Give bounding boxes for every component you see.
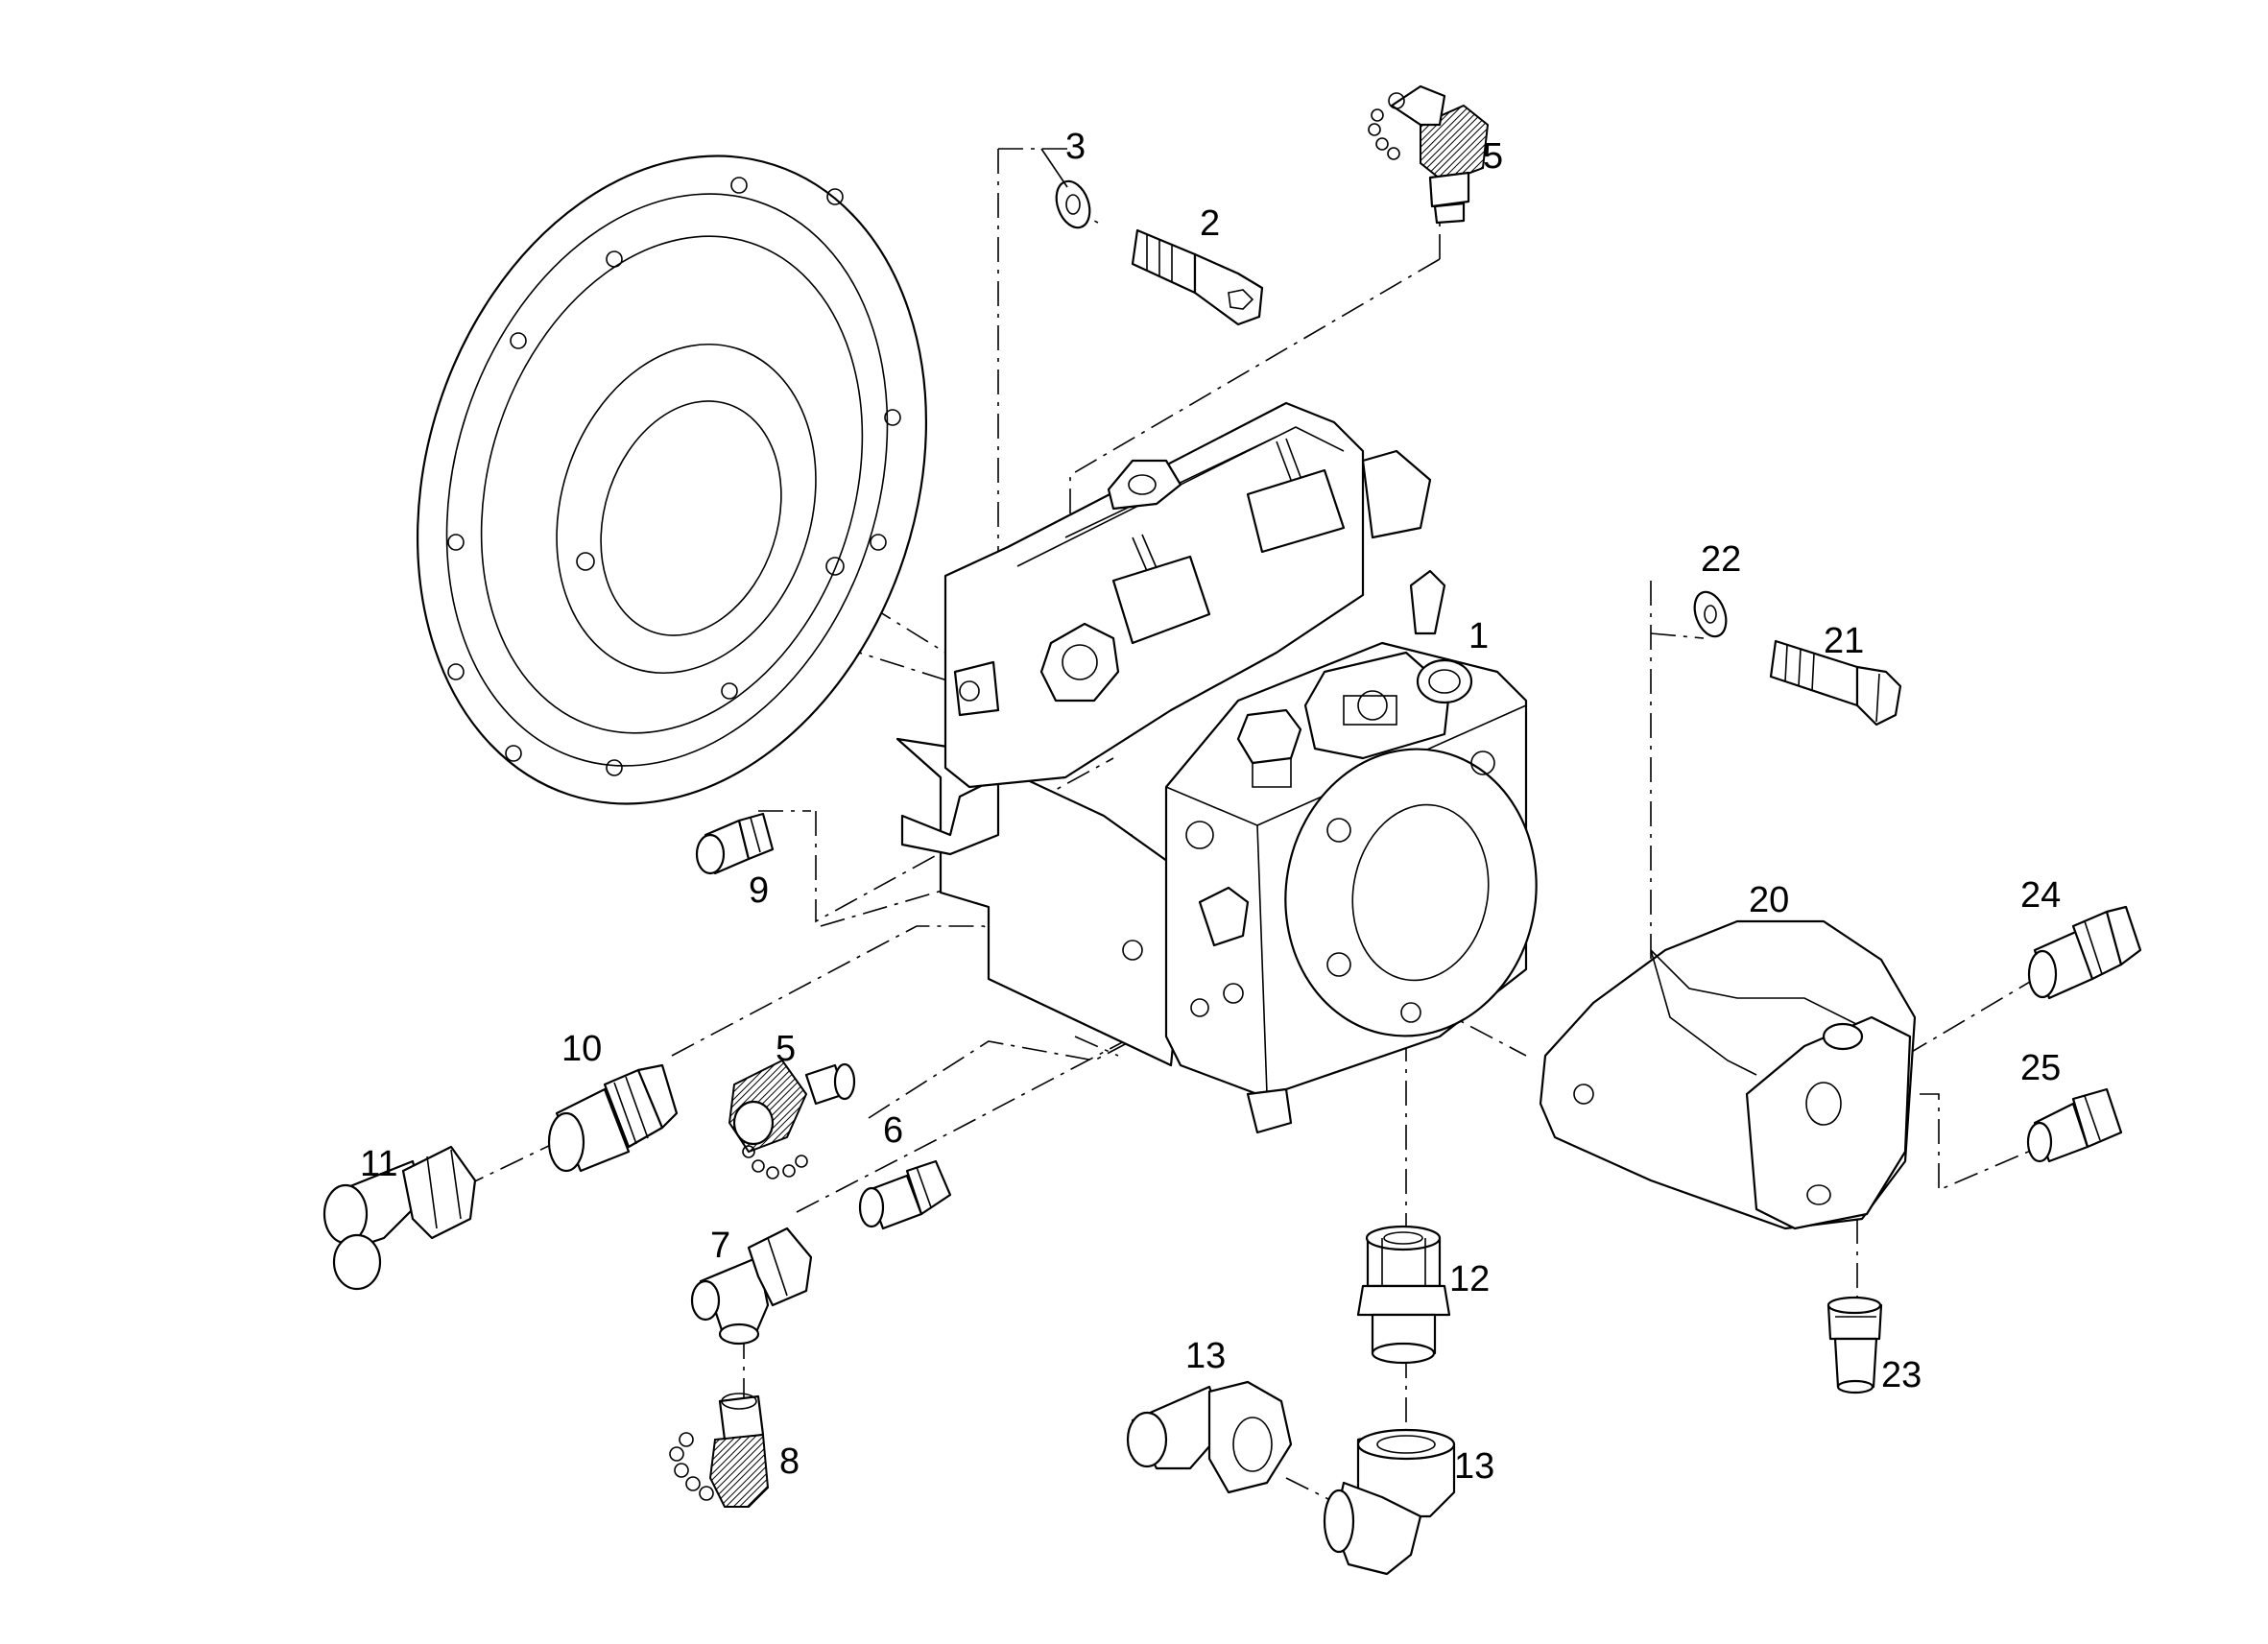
callout-25: 25 <box>2020 1048 2061 1088</box>
callout-22: 22 <box>1701 539 1741 580</box>
callout-5-top: 5 <box>1483 136 1503 177</box>
callout-20: 20 <box>1749 880 1789 920</box>
elbow-fitting-13-left <box>1126 1380 1293 1494</box>
fitting-24 <box>2027 905 2142 1000</box>
gear-pump <box>1539 919 1917 1230</box>
fitting-25 <box>2026 1087 2123 1163</box>
callout-5-lower: 5 <box>776 1029 796 1069</box>
bolt-21 <box>1769 639 1902 727</box>
callout-12: 12 <box>1449 1259 1490 1299</box>
main-pump-body <box>895 401 1538 1134</box>
fitting-9 <box>695 812 775 875</box>
callout-7: 7 <box>710 1226 730 1266</box>
callout-13-left: 13 <box>1185 1336 1226 1376</box>
callout-1: 1 <box>1468 616 1489 656</box>
fitting-10 <box>547 1063 679 1173</box>
callout-leaders <box>1040 148 1068 188</box>
fitting-23 <box>1826 1296 1883 1394</box>
callout-23: 23 <box>1881 1355 1922 1395</box>
bolt-2 <box>1131 228 1264 326</box>
test-coupling-5-top <box>1368 84 1490 225</box>
callout-2: 2 <box>1200 203 1220 244</box>
fitting-6 <box>858 1159 952 1230</box>
callout-9: 9 <box>749 870 769 911</box>
callout-8: 8 <box>779 1441 800 1482</box>
fitting-12 <box>1356 1225 1451 1365</box>
callout-3: 3 <box>1065 127 1086 167</box>
callout-13-right: 13 <box>1454 1446 1494 1487</box>
callout-24: 24 <box>2020 875 2061 916</box>
callout-11: 11 <box>360 1144 397 1184</box>
washer-3 <box>1055 179 1091 229</box>
callout-6: 6 <box>883 1110 903 1151</box>
tee-fitting-7 <box>690 1227 813 1346</box>
tee-fitting-11 <box>322 1145 477 1291</box>
mounting-flange <box>416 155 928 805</box>
washer-22 <box>1693 590 1728 638</box>
callout-21: 21 <box>1824 621 1864 661</box>
elbow-fitting-13-right <box>1323 1428 1456 1576</box>
test-coupling-5-lower <box>728 1059 856 1179</box>
test-coupling-8 <box>669 1393 770 1508</box>
callout-labels: 3 2 5 1 22 21 9 20 24 10 5 25 6 11 7 12 … <box>360 127 2061 1487</box>
callout-10: 10 <box>561 1029 602 1069</box>
